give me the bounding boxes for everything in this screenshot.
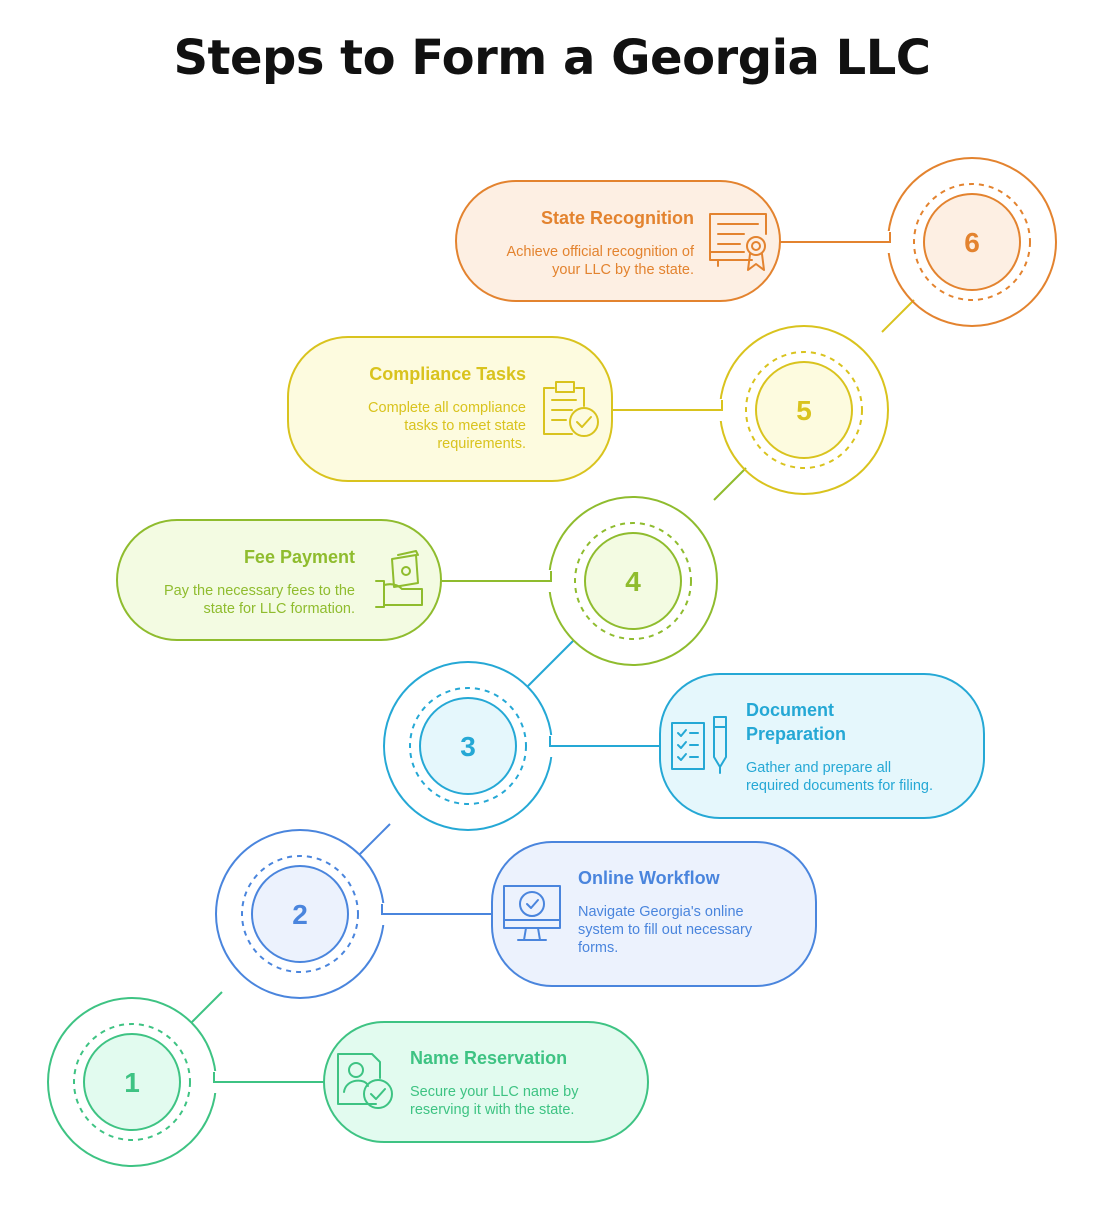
- step-number-circle: [419, 697, 517, 795]
- step-title: Fee Payment: [244, 547, 355, 567]
- step-description: forms.: [578, 940, 618, 956]
- step-title: Name Reservation: [410, 1048, 567, 1068]
- step-description: tasks to meet state: [404, 418, 526, 434]
- step-card: [659, 673, 985, 819]
- step-number: 4: [625, 566, 641, 597]
- step-number-circle: [83, 1033, 181, 1131]
- step-number: 2: [292, 899, 308, 930]
- step-number: 6: [964, 227, 980, 258]
- step-description: requirements.: [437, 436, 526, 452]
- step-connector: [713, 467, 747, 501]
- step-dashed-ring: [241, 855, 359, 973]
- checklist-pen-icon: [671, 716, 727, 774]
- step-title: Document: [746, 700, 834, 720]
- step-connector: [359, 823, 391, 855]
- step-description: Navigate Georgia's online: [578, 904, 744, 920]
- user-check-icon: [337, 1053, 393, 1109]
- page-title: Steps to Form a Georgia LLC: [173, 30, 931, 86]
- step-card: [455, 180, 781, 302]
- step-card: [116, 519, 442, 641]
- step-title: Compliance Tasks: [369, 364, 526, 384]
- certificate-icon: [709, 213, 767, 271]
- step-dashed-ring: [574, 522, 692, 640]
- step-description: your LLC by the state.: [552, 262, 694, 278]
- step-description: Achieve official recognition of: [506, 244, 695, 260]
- hand-money-icon: [375, 550, 423, 608]
- step-number-circle: [584, 532, 682, 630]
- clipboard-check-icon: [543, 381, 599, 437]
- step-description: Complete all compliance: [368, 400, 526, 416]
- step-number: 5: [796, 395, 812, 426]
- step-description: required documents for filing.: [746, 778, 933, 794]
- step-connector: [191, 991, 223, 1023]
- step-title: Online Workflow: [578, 868, 721, 888]
- step-number-circle: [251, 865, 349, 963]
- step-description: system to fill out necessary: [578, 922, 753, 938]
- step-description: Pay the necessary fees to the: [164, 583, 355, 599]
- step-dashed-ring: [73, 1023, 191, 1141]
- step-number-circle: [923, 193, 1021, 291]
- step-dashed-ring: [913, 183, 1031, 301]
- step-number-circle: [755, 361, 853, 459]
- step-title: Preparation: [746, 724, 846, 744]
- step-number: 3: [460, 731, 476, 762]
- step-number: 1: [124, 1067, 140, 1098]
- step-description: Gather and prepare all: [746, 760, 891, 776]
- step-description: state for LLC formation.: [203, 601, 355, 617]
- monitor-check-icon: [503, 885, 561, 941]
- step-dashed-ring: [745, 351, 863, 469]
- step-description: Secure your LLC name by: [410, 1084, 579, 1100]
- step-connector: [527, 639, 575, 687]
- step-title: State Recognition: [541, 208, 694, 228]
- step-connector: [881, 299, 915, 333]
- step-description: reserving it with the state.: [410, 1102, 574, 1118]
- step-dashed-ring: [409, 687, 527, 805]
